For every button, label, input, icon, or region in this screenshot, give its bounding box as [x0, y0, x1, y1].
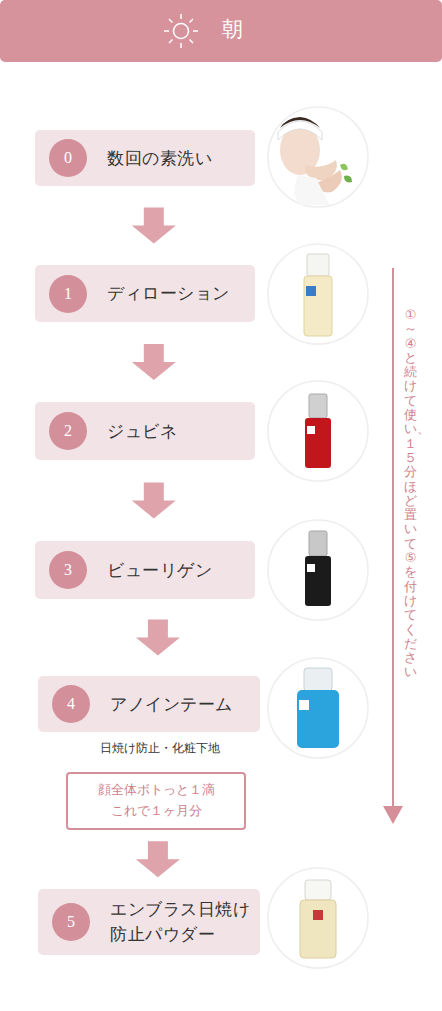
step-number-circle: 2 [49, 412, 87, 450]
header-band [0, 0, 442, 62]
product-bottle [297, 668, 339, 748]
product-bottle [305, 394, 331, 468]
step-number-circle: 1 [49, 275, 87, 313]
note-text: 顔全体ボトっと１滴 これで１ヶ月分 [81, 780, 231, 822]
guide-arrow [383, 268, 403, 824]
process-box: ジュビネ 2 [35, 402, 255, 460]
step-number-circle: 4 [52, 685, 90, 723]
step-number: 5 [67, 914, 75, 930]
step-label: ジュビネ [107, 419, 177, 444]
flow-arrow [132, 483, 176, 519]
step-number: 4 [67, 696, 75, 712]
flow-arrow [132, 208, 176, 244]
step-number: 1 [64, 286, 72, 302]
note-box: 顔全体ボトっと１滴 これで１ヶ月分 [66, 772, 246, 830]
step-number: 0 [64, 150, 72, 166]
process-box: エンブラス日焼け 防止パウダー 5 [38, 889, 260, 955]
vertical-note: ①～④と続けて使い、１５分ほど置いて⑤を付けてください [404, 308, 417, 680]
flow-arrow [136, 620, 180, 656]
flow-arrow [132, 344, 176, 380]
product-bottle [304, 254, 332, 336]
step-number: 3 [64, 562, 72, 578]
step-number: 2 [64, 423, 72, 439]
process-box: ディローション 1 [35, 265, 255, 322]
step-number-circle: 0 [49, 139, 87, 177]
step-label: ビューリゲン [107, 558, 212, 583]
sun-icon [164, 14, 198, 48]
step-label: ディローション [107, 281, 230, 306]
process-box: アノインテーム 4 [38, 676, 260, 732]
step-label: 数回の素洗い [107, 146, 212, 171]
header-title: 朝 [222, 16, 243, 43]
step-number-circle: 5 [52, 903, 90, 941]
flow-arrow [136, 841, 180, 877]
product-bottle [305, 531, 331, 606]
caption-text: 日焼け防止・化粧下地 [60, 740, 260, 757]
process-box: ビューリゲン 3 [35, 541, 255, 599]
face-wash-photo [278, 117, 352, 205]
step-number-circle: 3 [49, 551, 87, 589]
step-label: エンブラス日焼け 防止パウダー [110, 897, 250, 946]
product-bottle [300, 880, 336, 958]
step-label: アノインテーム [110, 692, 233, 717]
process-box: 数回の素洗い 0 [35, 130, 255, 186]
